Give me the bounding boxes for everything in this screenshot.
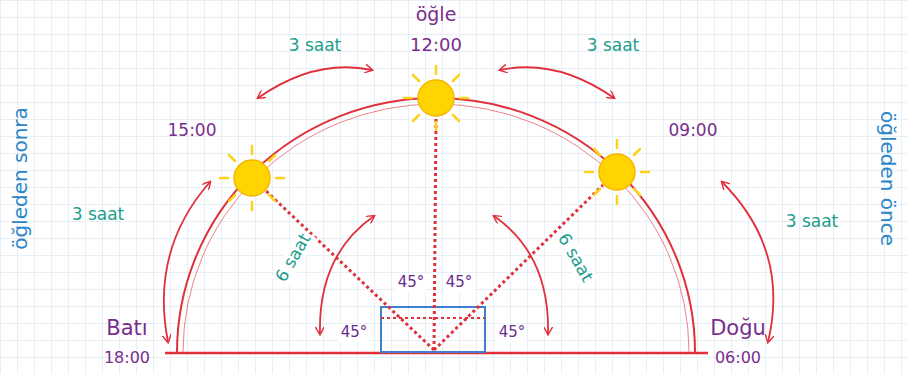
direction-label: Batı <box>106 316 147 340</box>
sun-arc-inner <box>183 104 689 352</box>
time-label: 09:00 <box>669 121 718 141</box>
time-label: 12:00 <box>410 35 462 56</box>
angle-label: 45° <box>497 324 528 341</box>
angle-label: 45° <box>444 274 475 291</box>
sun-arc <box>177 98 695 352</box>
sun-rays <box>266 118 603 350</box>
time-label: 18:00 <box>104 349 150 367</box>
angle-label: 45° <box>396 274 427 291</box>
duration-arrows <box>164 67 774 342</box>
sun-morning <box>585 140 649 204</box>
period-label: öğleden sonra <box>9 107 32 250</box>
duration-label: 3 saat <box>786 212 839 232</box>
sun-noon <box>404 66 468 130</box>
time-label: 15:00 <box>168 121 217 141</box>
duration-label: 6 saat <box>552 229 597 288</box>
angle-label: 45° <box>339 324 370 341</box>
duration-label: 3 saat <box>289 36 342 56</box>
duration-label: 6 saat <box>270 229 315 288</box>
noon-label: öğle <box>416 4 457 26</box>
direction-label: Doğu <box>710 316 766 340</box>
sun-afternoon <box>220 146 284 210</box>
period-label: öğleden önce <box>876 110 899 245</box>
duration-label: 3 saat <box>72 205 125 225</box>
time-label: 06:00 <box>715 349 761 367</box>
duration-label: 3 saat <box>587 36 640 56</box>
